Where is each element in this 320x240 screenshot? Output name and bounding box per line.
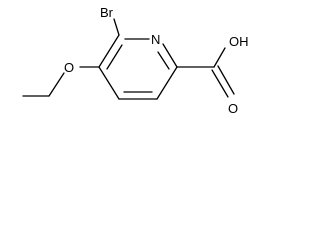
- bond-n1-c6: [162, 43, 178, 68]
- bond-c-o-double-b: [217, 65, 235, 95]
- atom-label-bromine: Br: [100, 5, 114, 20]
- bond-c6-c5: [156, 66, 178, 100]
- atom-label-ring-nitrogen: N: [151, 32, 160, 47]
- bond-c2-br: [113, 18, 120, 36]
- bond-c3-c2-inner: [106, 44, 123, 70]
- bond-n1-c6-inner: [157, 51, 170, 70]
- bond-c-oh: [213, 47, 226, 68]
- bond-c3-c2: [98, 34, 120, 68]
- bond-c-o-double-a: [211, 69, 229, 98]
- atom-label-ether-oxygen: O: [64, 60, 74, 75]
- atom-label-carbonyl-oxygen: O: [228, 101, 238, 116]
- pyridine-ring: [98, 34, 178, 100]
- atom-label-hydroxyl: OH: [229, 34, 249, 49]
- bond-o-ch2: [48, 72, 65, 97]
- chemical-structure-diagram: Br N O OH O: [22, 5, 249, 116]
- bond-c4-c3: [98, 66, 120, 100]
